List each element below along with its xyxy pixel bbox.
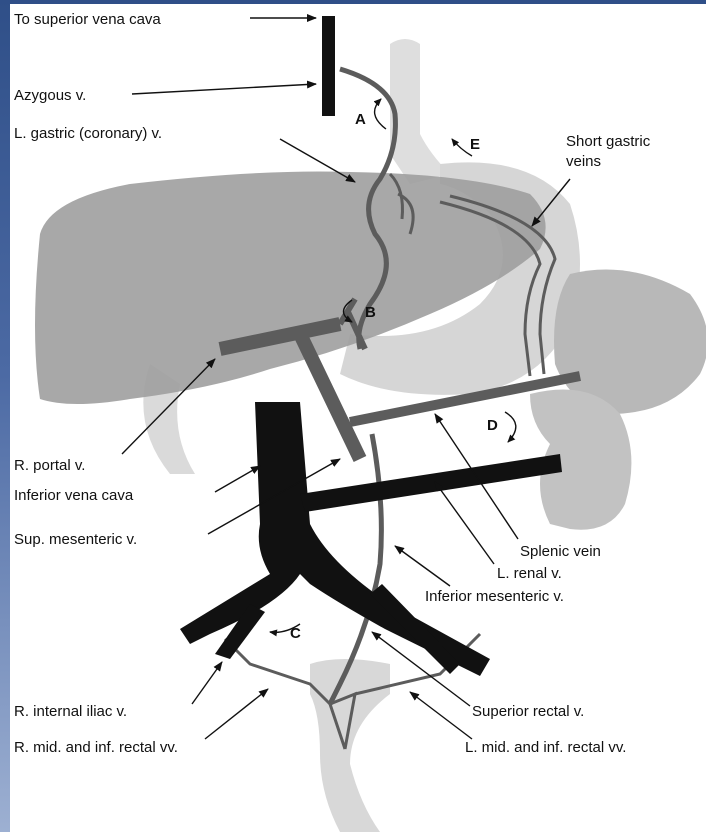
svg-text:R. mid. and inf. rectal vv.: R. mid. and inf. rectal vv. <box>14 739 178 756</box>
marker-d: D <box>487 412 516 442</box>
svg-text:Sup. mesenteric v.: Sup. mesenteric v. <box>14 531 137 548</box>
marker-c: C <box>270 624 301 642</box>
label-l-mid-inf-rectal: L. mid. and inf. rectal vv. <box>410 692 626 756</box>
svg-text:Azygous v.: Azygous v. <box>14 87 86 104</box>
svg-text:C: C <box>290 625 301 642</box>
marker-a: A <box>355 99 386 129</box>
diagram-canvas: A B C D E To superior vena cava Azygous … <box>10 4 706 832</box>
portosystemic-anastomosis-diagram: A B C D E To superior vena cava Azygous … <box>10 4 706 832</box>
svg-text:Splenic vein: Splenic vein <box>520 543 601 560</box>
svg-text:Inferior vena cava: Inferior vena cava <box>14 487 134 504</box>
svg-text:E: E <box>470 136 480 153</box>
svg-text:L. mid. and inf. rectal vv.: L. mid. and inf. rectal vv. <box>465 739 626 756</box>
svg-text:veins: veins <box>566 153 601 170</box>
svg-text:R. portal v.: R. portal v. <box>14 457 85 474</box>
rectum-shape <box>310 659 390 832</box>
label-superior-vena-cava: To superior vena cava <box>14 11 316 28</box>
svg-text:Superior rectal v.: Superior rectal v. <box>472 703 584 720</box>
svg-text:Inferior mesenteric v.: Inferior mesenteric v. <box>425 588 564 605</box>
marker-e: E <box>452 136 480 156</box>
left-renal-vessel <box>300 454 562 512</box>
superior-vena-cava-vessel <box>322 16 335 116</box>
inferior-vena-cava-vessel <box>180 402 490 676</box>
svg-text:D: D <box>487 417 498 434</box>
svg-text:R. internal iliac v.: R. internal iliac v. <box>14 703 127 720</box>
label-superior-rectal: Superior rectal v. <box>372 632 584 720</box>
svg-text:A: A <box>355 111 366 128</box>
label-r-mid-inf-rectal: R. mid. and inf. rectal vv. <box>14 689 268 756</box>
label-azygous: Azygous v. <box>14 84 316 104</box>
svg-text:Short gastric: Short gastric <box>566 133 651 150</box>
svg-text:L. gastric (coronary) v.: L. gastric (coronary) v. <box>14 125 162 142</box>
label-r-internal-iliac: R. internal iliac v. <box>14 662 222 720</box>
svg-text:B: B <box>365 304 376 321</box>
esophagus-shape <box>390 39 450 184</box>
svg-text:To superior vena cava: To superior vena cava <box>14 11 161 28</box>
svg-text:L. renal v.: L. renal v. <box>497 565 562 582</box>
